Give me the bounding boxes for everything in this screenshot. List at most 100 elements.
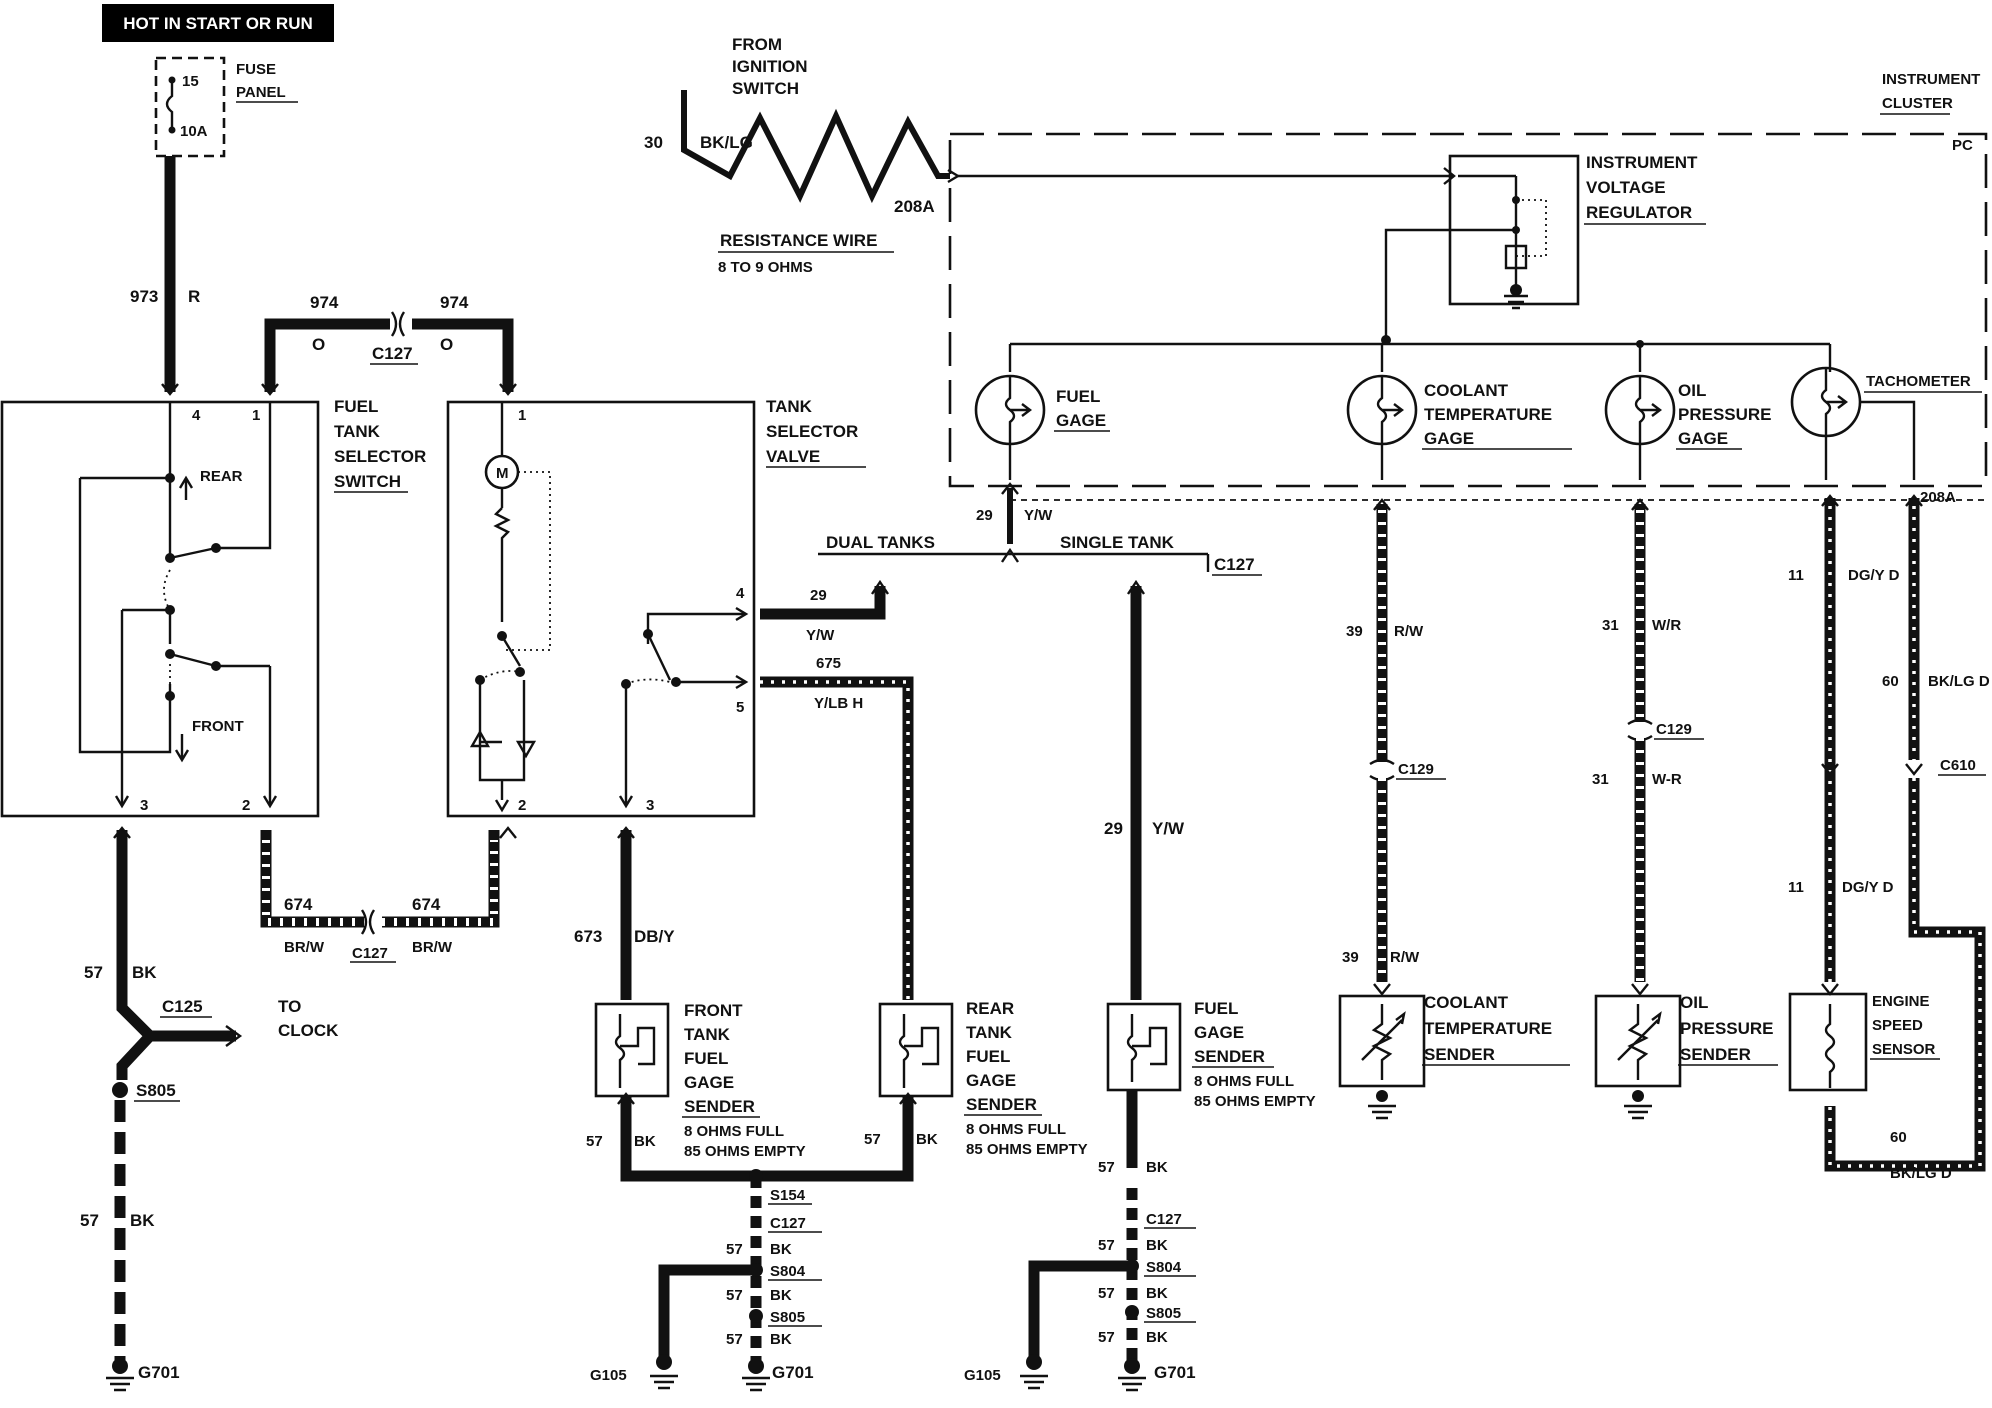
wire-11-b-color: DG/Y D <box>1842 879 1894 896</box>
svg-text:FUEL: FUEL <box>684 1049 728 1068</box>
svg-text:SWITCH: SWITCH <box>732 79 799 98</box>
wire-57-s2-color: BK <box>1146 1285 1168 1302</box>
wire-57-s3: 57 <box>1098 1329 1115 1346</box>
coolant-temperature-gage: COOLANT TEMPERATURE GAGE <box>1346 374 1572 450</box>
splice-s804-front: S804 <box>770 1263 806 1280</box>
wire-30-color: BK/LG <box>700 133 753 152</box>
svg-text:SELECTOR: SELECTOR <box>334 447 426 466</box>
svg-text:FUEL: FUEL <box>966 1047 1010 1066</box>
wire-57-f1-color: BK <box>770 1241 792 1258</box>
svg-text:OIL: OIL <box>1680 993 1708 1012</box>
svg-text:TANK: TANK <box>766 397 813 416</box>
svg-text:SENSOR: SENSOR <box>1872 1041 1936 1058</box>
wire-57-f2-color: BK <box>770 1287 792 1304</box>
fuse-panel: 15 10A FUSE PANEL <box>154 56 298 158</box>
wire-57-f3-color: BK <box>770 1331 792 1348</box>
svg-text:3: 3 <box>646 797 654 814</box>
fuel-tank-selector-switch: FUEL TANK SELECTOR SWITCH 4 1 3 2 REAR F… <box>0 397 426 818</box>
conn-c129-a: C129 <box>1398 761 1434 778</box>
svg-text:HOT IN START OR RUN: HOT IN START OR RUN <box>123 14 313 33</box>
wire-57-f3: 57 <box>726 1331 743 1348</box>
svg-text:M: M <box>496 465 509 482</box>
wire-974-color-b: O <box>440 335 453 354</box>
svg-text:OIL: OIL <box>1678 381 1706 400</box>
dual-tanks: DUAL TANKS <box>826 533 935 552</box>
svg-text:FUEL: FUEL <box>1194 999 1238 1018</box>
wire-974-b: 974 <box>440 293 469 312</box>
resistance-value: 8 TO 9 OHMS <box>718 259 813 276</box>
wire-973-color: R <box>188 287 200 306</box>
wire-57-single-color: BK <box>1146 1159 1168 1176</box>
svg-text:FROM: FROM <box>732 35 782 54</box>
wire-31-a: 31 <box>1602 617 1619 634</box>
svg-text:VOLTAGE: VOLTAGE <box>1586 178 1666 197</box>
svg-text:8 OHMS FULL: 8 OHMS FULL <box>1194 1073 1294 1090</box>
rear-tank-fuel-sender: REAR TANK FUEL GAGE SENDER 8 OHMS FULL 8… <box>878 999 1088 1158</box>
wire-60-b: 60 <box>1890 1129 1907 1146</box>
svg-text:G105: G105 <box>964 1367 1001 1384</box>
svg-text:PRESSURE: PRESSURE <box>1678 405 1772 424</box>
conn-c127-mid: C127 <box>352 945 388 962</box>
wire-11-b: 11 <box>1788 879 1804 896</box>
svg-text:8 OHMS FULL: 8 OHMS FULL <box>684 1123 784 1140</box>
svg-text:G701: G701 <box>772 1363 814 1382</box>
svg-text:COOLANT: COOLANT <box>1424 381 1509 400</box>
wire-60-b-color: BK/LG D <box>1890 1165 1952 1182</box>
ground-g701-c: G701 <box>1118 1358 1196 1392</box>
conn-c129-b: C129 <box>1656 721 1692 738</box>
svg-text:SENDER: SENDER <box>1424 1045 1495 1064</box>
front-tank-fuel-sender: FRONT TANK FUEL GAGE SENDER 8 OHMS FULL … <box>594 1001 806 1160</box>
svg-text:SENDER: SENDER <box>684 1097 755 1116</box>
to-clock-2: CLOCK <box>278 1021 339 1040</box>
wire-29-valve-color: Y/W <box>806 627 835 644</box>
svg-text:2: 2 <box>242 797 250 814</box>
wire-39-b-color: R/W <box>1390 949 1420 966</box>
svg-text:SELECTOR: SELECTOR <box>766 422 858 441</box>
svg-text:GAGE: GAGE <box>1678 429 1728 448</box>
fuse-rating: 10A <box>180 123 208 140</box>
wire-31-b: 31 <box>1592 771 1609 788</box>
single-tank: SINGLE TANK <box>1060 533 1175 552</box>
svg-text:IGNITION: IGNITION <box>732 57 808 76</box>
fuel-gage-sender: FUEL GAGE SENDER 8 OHMS FULL 85 OHMS EMP… <box>1106 999 1316 1110</box>
splice-s805-single: S805 <box>1146 1305 1181 1322</box>
instrument-cluster: INSTRUMENT CLUSTER PC INSTRUMENT VOLTAGE… <box>948 71 1988 488</box>
svg-text:SWITCH: SWITCH <box>334 472 401 491</box>
ignition-feed: FROM IGNITION SWITCH 30 BK/LG 208A RESIS… <box>644 35 961 276</box>
wire-39-b: 39 <box>1342 949 1359 966</box>
switch-front: FRONT <box>192 718 244 735</box>
oil-pressure-gage: OIL PRESSURE GAGE <box>1604 374 1772 450</box>
svg-text:CLUSTER: CLUSTER <box>1882 95 1953 112</box>
conn-c127-right: C127 <box>1214 555 1255 574</box>
wire-57-color-b: BK <box>130 1211 155 1230</box>
wire-675: 675 <box>816 655 841 672</box>
svg-text:GAGE: GAGE <box>1194 1023 1244 1042</box>
splice-s805-a: S805 <box>136 1081 176 1100</box>
wire-29-top-color: Y/W <box>1024 507 1053 524</box>
wire-673: 673 <box>574 927 602 946</box>
wire-674-b: 674 <box>412 895 441 914</box>
engine-speed-sensor: ENGINE SPEED SENSOR <box>1788 992 1940 1092</box>
wire-57-a: 57 <box>84 963 103 982</box>
svg-text:8 OHMS FULL: 8 OHMS FULL <box>966 1121 1066 1138</box>
wire-60-a-color: BK/LG D <box>1928 673 1990 690</box>
svg-text:TEMPERATURE: TEMPERATURE <box>1424 1019 1552 1038</box>
tachometer: TACHOMETER <box>1790 366 1982 480</box>
conn-c125: C125 <box>162 997 203 1016</box>
ground-g701-a: G701 <box>106 1358 180 1392</box>
svg-text:VALVE: VALVE <box>766 447 820 466</box>
svg-text:SENDER: SENDER <box>966 1095 1037 1114</box>
wire-208a-top: 208A <box>894 197 935 216</box>
wire-675-color: Y/LB H <box>814 695 863 712</box>
svg-text:GAGE: GAGE <box>966 1071 1016 1090</box>
conn-c127-front: C127 <box>770 1215 806 1232</box>
oil-pressure-sender: OIL PRESSURE SENDER <box>1594 993 1778 1120</box>
fuse-title-1: FUSE <box>236 61 276 78</box>
wire-57-rear: 57 <box>864 1131 881 1148</box>
conn-c127-top: C127 <box>372 344 413 363</box>
svg-text:INSTRUMENT: INSTRUMENT <box>1882 71 1980 88</box>
wire-208a-cluster: 208A <box>1920 489 1956 506</box>
svg-text:4: 4 <box>736 585 745 602</box>
splice-s154: S154 <box>770 1187 806 1204</box>
